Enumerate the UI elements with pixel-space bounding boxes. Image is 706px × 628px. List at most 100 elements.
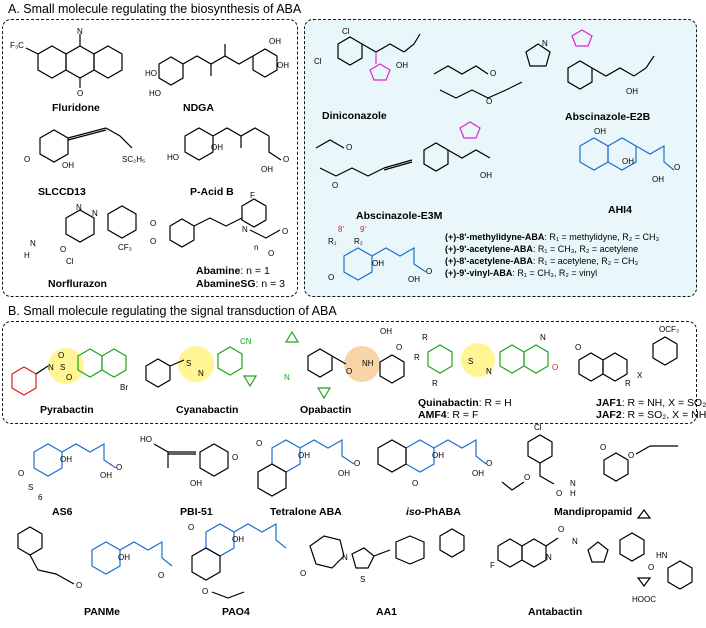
svg-text:N: N [76,203,82,212]
ahi4-structure: OH OH OH O [579,127,680,184]
svg-text:O: O [66,373,72,382]
quinabactin-structure: RRR SN NO [414,333,558,388]
mandipropamid-label: Mandipropamid [554,506,633,518]
svg-text:OH: OH [396,61,408,70]
svg-text:OH: OH [594,127,606,136]
svg-text:O: O [674,163,680,172]
svg-text:S: S [360,575,365,584]
amf4-label: AMF4: R = F [418,409,479,421]
section-a-title: A. Small molecule regulating the biosynt… [8,2,302,16]
svg-text:N: N [198,369,204,378]
svg-text:O: O [648,563,654,572]
svg-text:S: S [28,483,33,492]
svg-text:O: O [412,479,418,488]
pao4-label: PAO4 [222,606,250,618]
svg-text:N: N [486,367,492,376]
svg-text:N: N [546,553,552,562]
svg-text:O: O [268,249,274,258]
fluridone-structure: N O F₃C [10,27,123,98]
tetralone-aba-structure: OOH OHO [256,438,360,497]
svg-text:CN: CN [240,337,252,346]
svg-text:OH: OH [269,37,281,46]
svg-text:OH: OH [652,175,664,184]
svg-text:N: N [570,479,576,488]
svg-text:O: O [628,451,634,460]
svg-text:O: O [256,439,262,448]
svg-text:O: O [76,581,82,590]
svg-text:HO: HO [140,435,152,444]
analog-row-4: (+)-9'-vinyl-ABA: R₁ = CH₃, R₂ = vinyl [445,268,598,278]
svg-text:O: O [150,237,156,246]
svg-text:O: O [158,571,164,580]
svg-text:F₃C: F₃C [10,41,24,50]
svg-text:O: O [558,525,564,534]
svg-text:F: F [250,191,255,200]
svg-text:F: F [490,561,495,570]
svg-text:O: O [232,453,238,462]
abscinazole-e2b-structure: O O N OH [433,29,655,106]
ahi4-label: AHI4 [608,204,632,216]
svg-text:Cl: Cl [66,257,74,266]
svg-text:OH: OH [232,535,244,544]
svg-text:O: O [328,273,334,282]
svg-text:OCF₃: OCF₃ [659,325,679,334]
jaf1-label: JAF1: R = NH, X = SO₂ [596,397,706,409]
svg-text:OH: OH [100,471,112,480]
svg-text:n: n [254,243,258,252]
abaminesg-label: AbamineSG: n = 3 [196,278,285,290]
svg-text:O: O [486,459,492,468]
pyrabactin-label: Pyrabactin [40,404,94,416]
svg-text:OH: OH [118,553,130,562]
pacidb-label: P-Acid B [190,186,234,198]
svg-text:O: O [332,181,338,190]
svg-text:N: N [30,239,36,248]
svg-text:Cl: Cl [534,423,542,432]
svg-text:OH: OH [432,451,444,460]
svg-text:OH: OH [261,165,273,174]
panme-label: PANMe [84,606,120,618]
section-a-right-box [304,19,697,297]
svg-text:H: H [570,489,576,498]
svg-text:O: O [575,343,581,352]
section-b-box [2,321,697,424]
svg-text:OH: OH [62,161,74,170]
mandipropamid-structure: Cl ONH O OO [501,423,678,498]
svg-text:OH: OH [472,469,484,478]
analog-row-3: (+)-8'-acetylene-ABA: R₁ = acetylene, R₂… [445,256,639,266]
svg-text:OH: OH [338,469,350,478]
svg-text:OH: OH [277,61,289,70]
svg-text:N: N [572,537,578,546]
svg-text:N: N [342,553,348,562]
svg-text:8': 8' [338,225,344,234]
jaf-structure: O RX OCF₃ [575,325,679,388]
iso-phaba-label: iso-PhABA [406,506,461,518]
section-a-left-box [2,19,298,297]
svg-text:H: H [24,251,30,260]
svg-text:R₁: R₁ [328,237,337,246]
svg-text:O: O [354,459,360,468]
svg-text:S: S [468,357,473,366]
jaf2-label: JAF2: R = SO₂, X = NH [596,409,706,421]
svg-text:6: 6 [38,493,43,502]
svg-text:O: O [58,351,64,360]
svg-text:N: N [48,363,54,372]
antabactin-label: Antabactin [528,606,583,618]
svg-text:O: O [396,343,402,352]
svg-text:O: O [346,143,352,152]
svg-text:OH: OH [622,157,634,166]
svg-text:O: O [600,443,606,452]
svg-text:OH: OH [211,143,223,152]
svg-text:OH: OH [190,479,202,488]
opabactin-structure: N ONH OHO [284,327,405,400]
svg-text:O: O [524,473,530,482]
svg-text:CF₃: CF₃ [118,243,132,252]
abamine-label: Abamine: n = 1 [196,265,270,277]
svg-text:S: S [60,363,65,372]
svg-text:O: O [60,245,66,254]
svg-text:HN: HN [656,551,668,560]
